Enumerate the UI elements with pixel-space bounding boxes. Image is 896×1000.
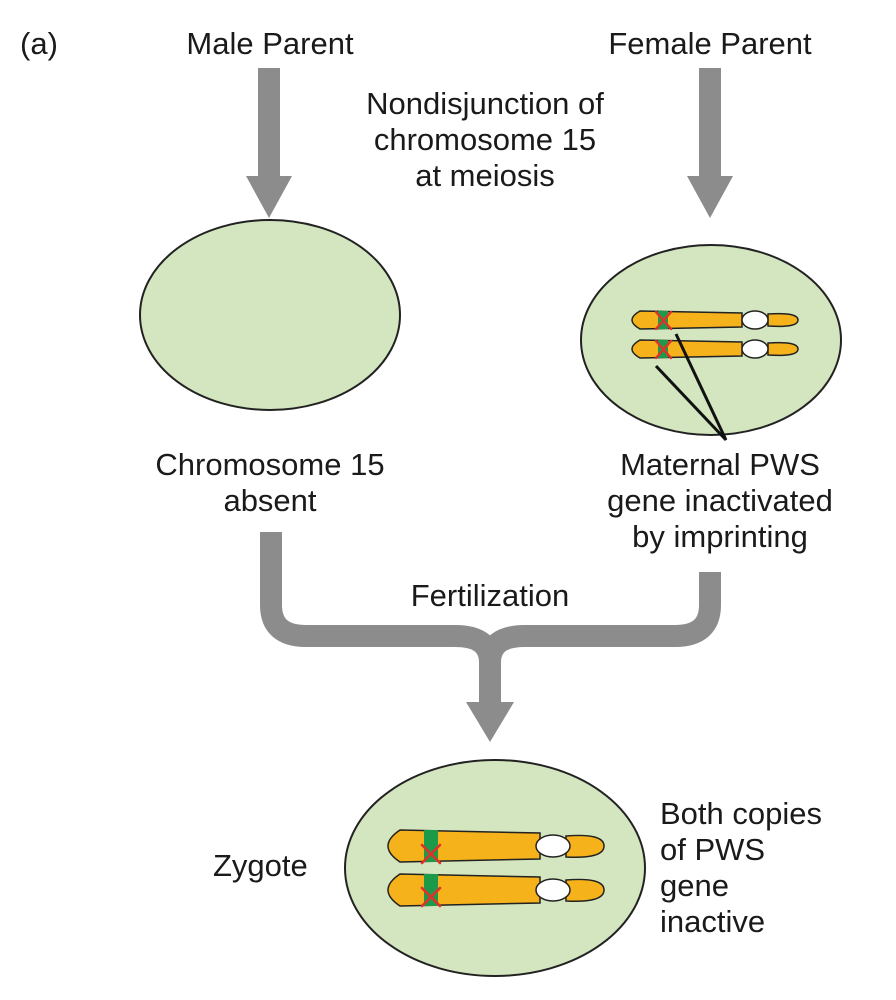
fertilization-arrow — [260, 532, 721, 742]
zygote-label: Zygote — [213, 848, 308, 883]
female-parent-arrow — [687, 68, 733, 218]
female-chromosome-15-bottom — [631, 339, 799, 360]
nondisjunction-label: Nondisjunction of chromosome 15 at meios… — [300, 86, 670, 194]
maternal-inactivated-line-2: gene inactivated — [607, 483, 833, 518]
chromosome-absent-line-2: absent — [223, 483, 317, 518]
both-inactive-line-3: gene — [660, 868, 729, 903]
fertilization-label: Fertilization — [410, 578, 570, 613]
panel-label: (a) — [20, 26, 58, 61]
female-parent-label: Female Parent — [608, 26, 812, 61]
chromosome-absent-line-1: Chromosome 15 — [155, 447, 385, 482]
both-inactive-label: Both copies of PWS gene inactive — [660, 796, 822, 940]
maternal-inactivated-line-3: by imprinting — [632, 519, 808, 554]
zygote-cell — [344, 759, 646, 977]
inactivated-gene-x-icon — [654, 339, 673, 360]
inactivated-gene-x-icon — [654, 310, 673, 331]
chromosome-absent-label: Chromosome 15 absent — [100, 447, 440, 519]
maternal-inactivated-line-1: Maternal PWS — [620, 447, 820, 482]
maternal-inactivated-label: Maternal PWS gene inactivated by imprint… — [560, 447, 880, 555]
female-chromosome-15-top — [631, 310, 799, 331]
both-inactive-line-1: Both copies — [660, 796, 822, 831]
both-inactive-line-2: of PWS — [660, 832, 766, 867]
male-parent-label: Male Parent — [186, 26, 354, 61]
maternal-gene-pointer-lines — [654, 333, 728, 442]
inactivated-gene-x-icon — [420, 886, 442, 908]
female-gamete-cell — [580, 244, 842, 436]
both-inactive-line-4: inactive — [660, 904, 766, 939]
zygote-chromosome-15-top — [387, 829, 605, 865]
nondisjunction-line-1: Nondisjunction of — [366, 86, 604, 121]
male-parent-arrow — [246, 68, 292, 218]
male-gamete-cell — [139, 219, 401, 411]
nondisjunction-line-2: chromosome 15 — [373, 122, 597, 157]
nondisjunction-line-3: at meiosis — [415, 158, 555, 193]
inactivated-gene-x-icon — [420, 843, 442, 865]
zygote-chromosome-15-bottom — [387, 873, 605, 908]
